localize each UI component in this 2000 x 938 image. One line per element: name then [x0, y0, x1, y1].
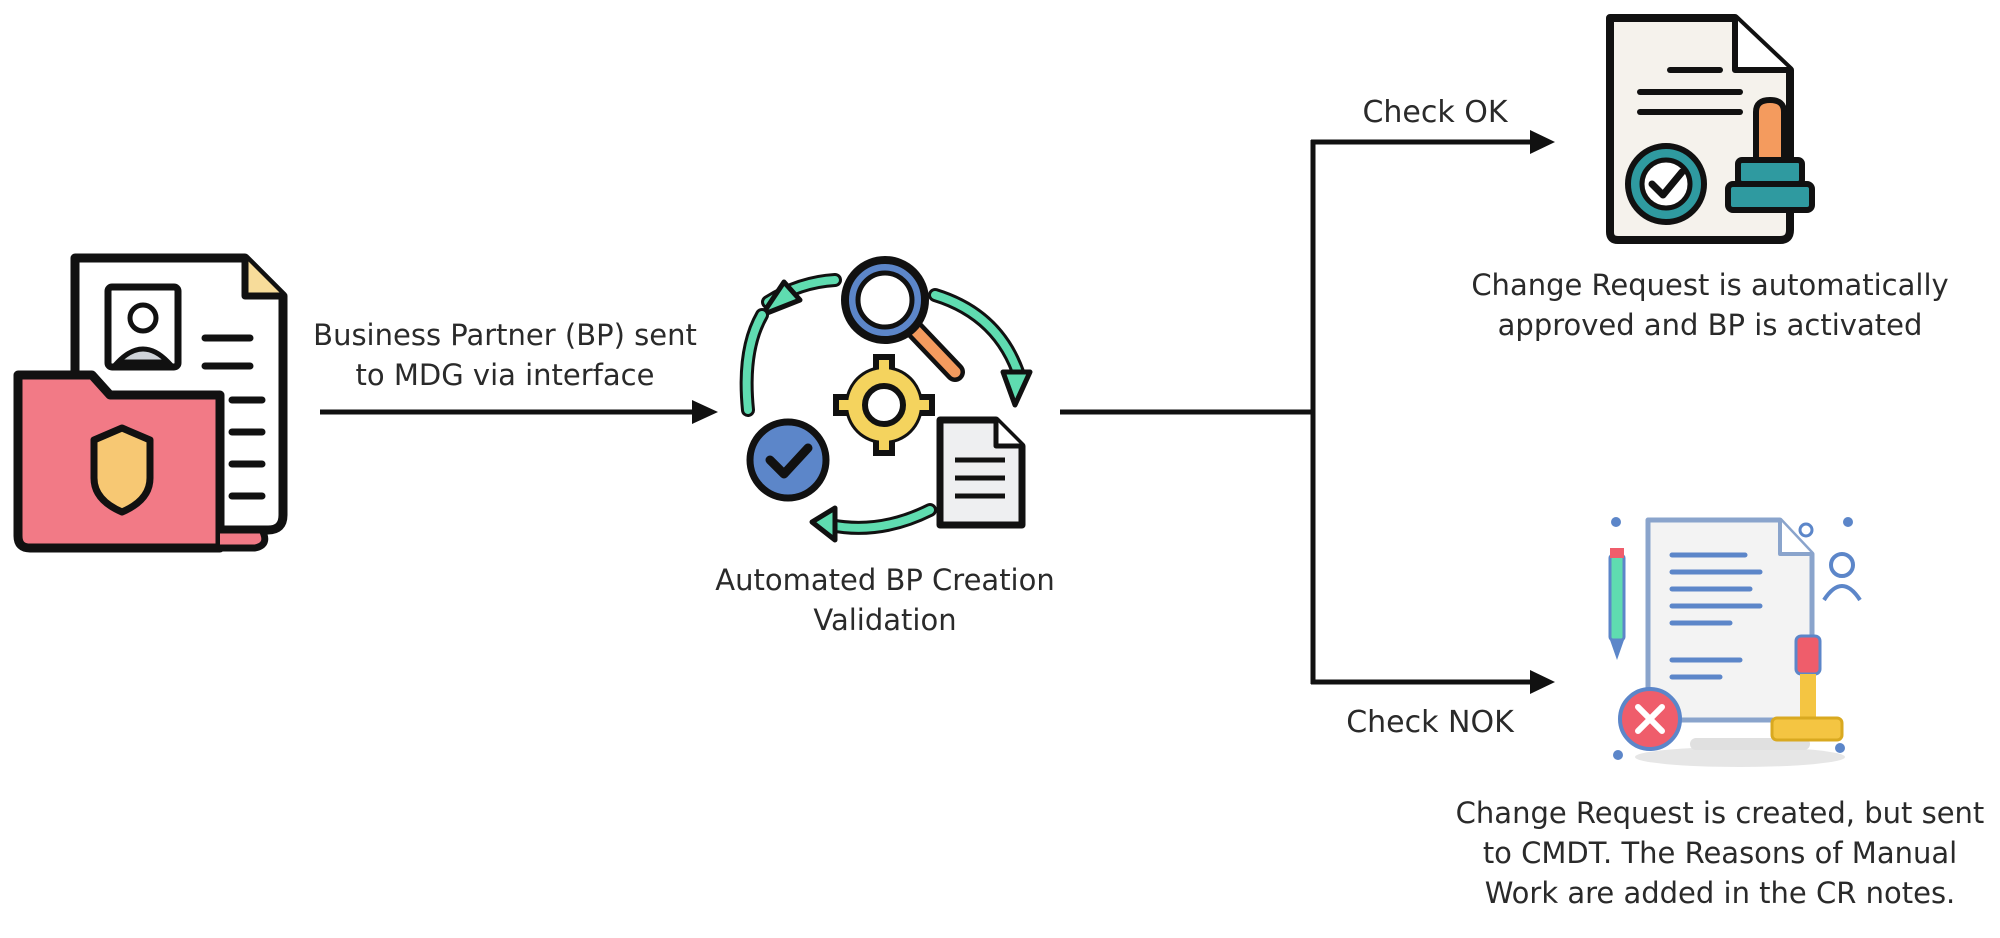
- edge-label-sent-line1: Business Partner (BP) sent: [313, 318, 697, 352]
- node-label-approved: Change Request is automatically approved…: [1440, 265, 1980, 345]
- id-folder-icon: [13, 253, 288, 553]
- approved-certificate-icon: [1606, 14, 1815, 244]
- node-label-approved-line1: Change Request is automatically: [1471, 268, 1949, 302]
- node-label-validation-line2: Validation: [813, 603, 957, 637]
- node-label-validation: Automated BP Creation Validation: [685, 560, 1085, 640]
- node-label-validation-line1: Automated BP Creation: [715, 563, 1055, 597]
- connector-split: [1060, 140, 1316, 684]
- edge-label-sent: Business Partner (BP) sent to MDG via in…: [305, 315, 705, 395]
- node-label-manual-line1: Change Request is created, but sent: [1455, 796, 1985, 830]
- validation-cycle-icon: [739, 256, 1033, 543]
- node-label-approved-line2: approved and BP is activated: [1497, 308, 1923, 342]
- edge-label-check-ok: Check OK: [1362, 95, 1508, 130]
- connector-sent: [320, 400, 718, 424]
- connector-check-nok: [1311, 670, 1555, 694]
- edge-label-check-nok: Check NOK: [1346, 705, 1514, 740]
- node-label-manual-line2: to CMDT. The Reasons of Manual: [1482, 836, 1958, 870]
- edge-label-sent-line2: to MDG via interface: [355, 358, 655, 392]
- connector-check-ok: [1311, 130, 1555, 154]
- node-label-manual: Change Request is created, but sent to C…: [1440, 793, 2000, 913]
- rejected-document-icon: [1608, 517, 1862, 767]
- node-label-manual-line3: Work are added in the CR notes.: [1484, 876, 1956, 910]
